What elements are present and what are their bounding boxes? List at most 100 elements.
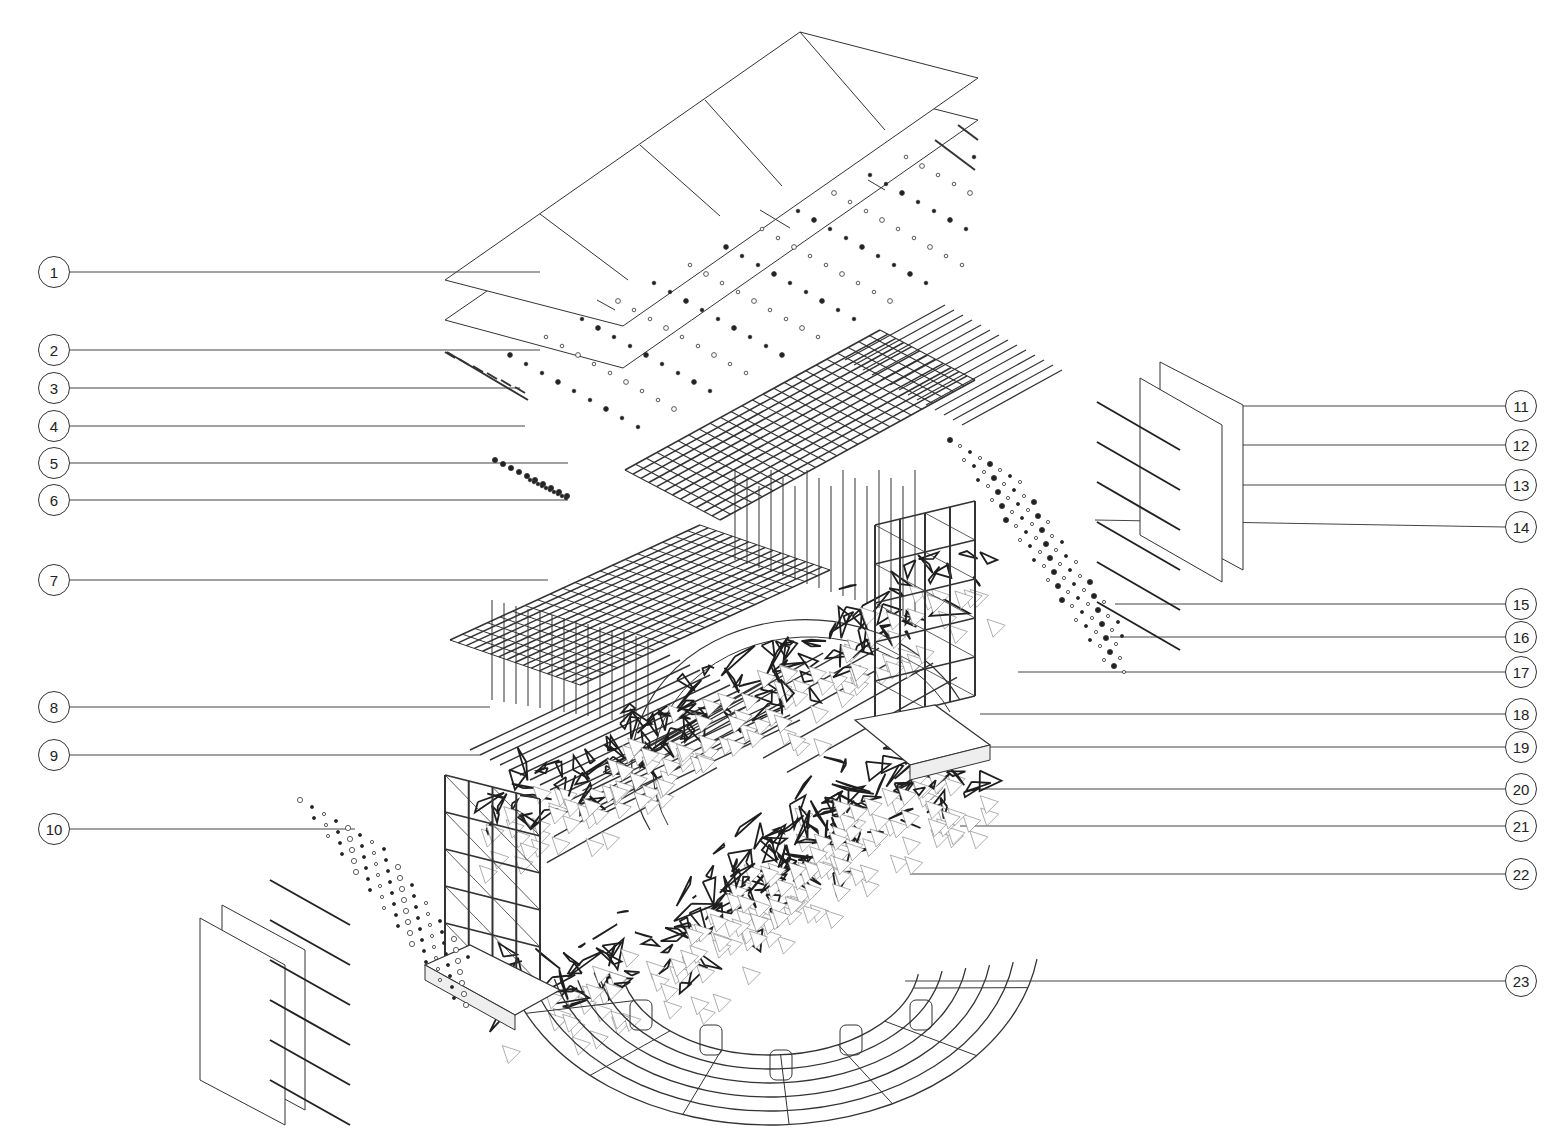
callout-circle: 13 (1505, 469, 1537, 501)
fixing-dot (932, 209, 936, 213)
seat-bracket (910, 1000, 932, 1030)
fixing-dot (912, 236, 916, 240)
fixing-dot (382, 847, 385, 850)
rock-facet (563, 1014, 581, 1032)
structure-line (1097, 522, 1180, 570)
callout-number: 7 (50, 573, 58, 588)
lattice-truss (841, 759, 846, 773)
fixing-dot (1038, 550, 1041, 553)
fixing-dot (528, 478, 532, 482)
rock-facet (657, 778, 675, 796)
fixing-dot (401, 897, 406, 902)
rock-facet (949, 626, 967, 644)
floor-slab (910, 745, 990, 780)
fixing-dot (772, 272, 777, 277)
fixing-dot (864, 209, 868, 213)
fixing-dot (366, 877, 369, 880)
lattice-truss (904, 560, 916, 578)
fixing-dot (536, 482, 540, 486)
fixing-dot (450, 985, 453, 988)
structure-line (493, 787, 541, 836)
rock-facet (743, 967, 761, 985)
leader-line (960, 826, 1505, 827)
rock-facet (616, 763, 634, 781)
structure-line (879, 470, 880, 608)
structure-line (493, 898, 541, 947)
fixing-dot (461, 991, 466, 996)
rock-facet (697, 965, 715, 983)
structure (270, 125, 1180, 1125)
leader-line (70, 755, 480, 756)
structure-line (742, 406, 837, 456)
structure-line (913, 987, 1028, 988)
leader-line (70, 707, 490, 708)
fixing-dot (947, 437, 952, 442)
structure-line (603, 677, 773, 772)
rock-facet (903, 837, 921, 855)
leader-line (1218, 445, 1505, 446)
fixing-dot (1086, 602, 1089, 605)
lattice-truss (665, 728, 681, 741)
fixing-dot (820, 299, 825, 304)
structure-line (493, 861, 541, 910)
structure-line (547, 768, 717, 863)
fixing-dot (780, 353, 785, 358)
callout-number: 6 (50, 493, 58, 508)
fixing-dot (1103, 635, 1108, 640)
structure-line (450, 640, 580, 685)
fixing-dot (848, 200, 852, 204)
structure-line (962, 370, 1062, 425)
fixing-dot (508, 465, 513, 470)
fixing-dot (1043, 541, 1048, 546)
fixing-dot (1060, 540, 1063, 543)
fixing-dot (453, 947, 458, 952)
structure-line (680, 359, 935, 499)
leader-line (910, 874, 1505, 875)
fixing-dot (788, 281, 792, 285)
fixing-dot (968, 450, 971, 453)
rock-facet (691, 997, 709, 1015)
lattice-truss (721, 645, 755, 675)
structure-line (688, 531, 818, 576)
rock-facet (901, 810, 919, 828)
rock-facet (833, 857, 851, 875)
rock-facet (826, 910, 844, 928)
fixing-dot (1012, 488, 1015, 491)
leader-line (70, 272, 540, 273)
lattice-truss (674, 904, 716, 922)
fixing-dot (1008, 474, 1011, 477)
facade-panel (200, 918, 285, 1125)
rock-facet (695, 714, 713, 732)
fixing-dot (1106, 614, 1109, 617)
structure-line (653, 653, 823, 748)
fixing-dot (396, 924, 399, 927)
fixing-dot (968, 191, 973, 196)
lattice-truss (499, 943, 517, 956)
leader-lines (70, 272, 1505, 981)
structure-line (675, 537, 805, 582)
fixing-dot (395, 864, 400, 869)
rock-facet (886, 612, 904, 630)
fixing-dot (1047, 555, 1052, 560)
floor-slab (425, 965, 515, 1030)
lattice-truss (774, 828, 784, 834)
rock-facet (747, 730, 765, 748)
fixing-dot (1087, 579, 1092, 584)
structure-line (668, 447, 763, 497)
rock-facet (970, 831, 988, 849)
fixing-dot (432, 945, 435, 948)
structure-line (270, 920, 350, 965)
fixing-dot (616, 299, 621, 304)
fixing-dot (840, 272, 845, 277)
fixing-dot (556, 492, 560, 496)
lattice-truss (578, 943, 585, 947)
fixing-dot (1120, 634, 1123, 637)
fixing-dot (392, 902, 395, 905)
structure-line (445, 849, 493, 898)
structure-line (924, 513, 926, 708)
structure-line (613, 565, 743, 610)
structure-line (1097, 442, 1180, 490)
callout-circle: 22 (1505, 858, 1537, 890)
fixing-dot (1003, 517, 1008, 522)
fixing-dot (312, 816, 315, 819)
